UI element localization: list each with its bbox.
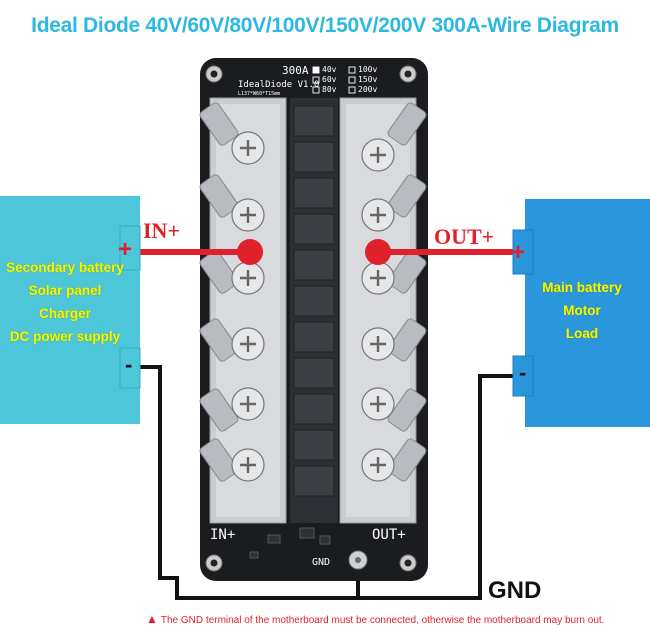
source-item: Charger <box>39 306 91 321</box>
source-item: DC power supply <box>9 329 121 344</box>
silk-out-label: OUT+ <box>372 527 406 543</box>
board-rating: 300A <box>282 64 309 77</box>
source-item: Solar panel <box>28 283 102 298</box>
voltage-option: 80v <box>322 85 337 94</box>
load-item: Motor <box>563 303 601 318</box>
output-junction <box>365 239 391 265</box>
board-dimensions: L137*W60*T15mm <box>238 91 281 97</box>
source-plus-sign: + <box>118 236 133 263</box>
out-plus-label: OUT+ <box>434 224 495 249</box>
load-item: Main battery <box>542 280 622 295</box>
in-plus-label: IN+ <box>143 218 180 243</box>
ground-wire-right <box>358 374 520 600</box>
load-minus-sign: - <box>519 360 527 385</box>
warning-triangle-icon: ▲ <box>146 612 158 626</box>
warning-note: ▲The GND terminal of the motherboard mus… <box>146 612 604 626</box>
voltage-option: 100v <box>358 65 378 74</box>
warning-text: The GND terminal of the motherboard must… <box>160 615 605 626</box>
gnd-label: GND <box>488 577 542 604</box>
source-minus-sign: - <box>125 352 133 377</box>
source-box-bg <box>0 196 140 424</box>
input-junction <box>237 239 263 265</box>
input-cable-lugs <box>199 102 239 482</box>
silk-in-label: IN+ <box>210 527 236 543</box>
voltage-option: 40v <box>322 65 337 74</box>
source-item: Secondary battery <box>6 260 124 275</box>
source-box: Secondary battery Solar panel Charger DC… <box>0 256 130 348</box>
voltage-option: 60v <box>322 75 337 84</box>
output-cable-lugs <box>387 102 427 482</box>
diagram-title: Ideal Diode 40V/60V/80V/100V/150V/200V 3… <box>31 14 619 37</box>
voltage-option: 150v <box>358 75 378 84</box>
board-model: IdealDiode V1.0 <box>238 80 320 90</box>
load-box: Main battery Motor Load <box>530 276 634 345</box>
load-item: Load <box>565 326 599 341</box>
load-plus-sign: + <box>511 239 526 266</box>
load-box-bg <box>525 199 650 427</box>
silk-gnd-label: GND <box>312 557 331 568</box>
voltage-option: 200v <box>358 85 378 94</box>
